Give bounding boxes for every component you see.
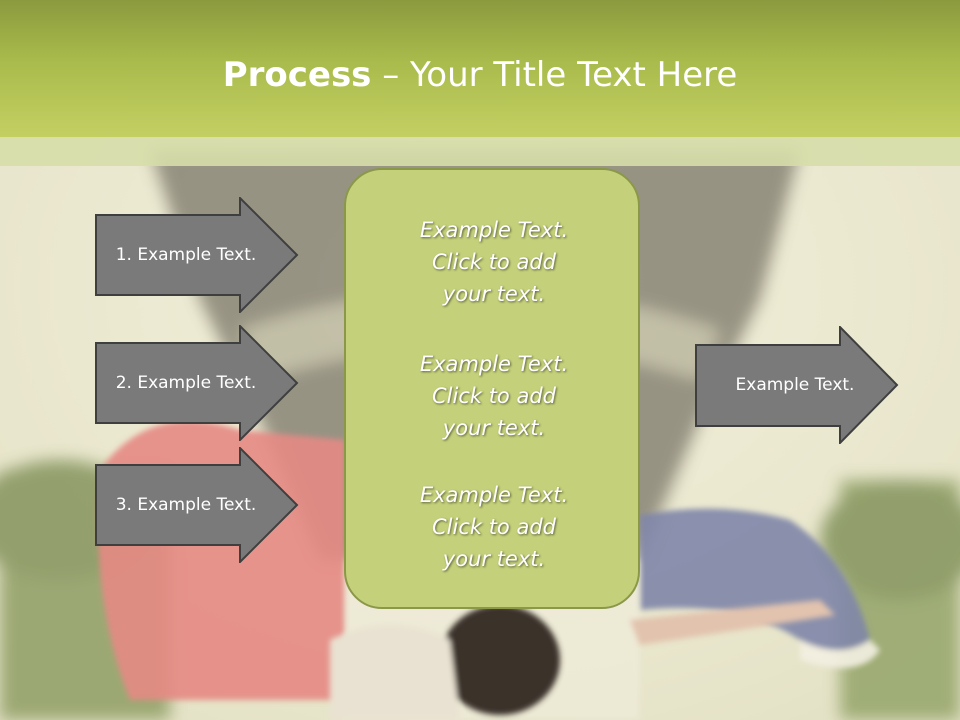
process-arrow-3[interactable]: 3. Example Text. xyxy=(95,447,300,563)
title-rest: – Your Title Text Here xyxy=(371,55,738,95)
title-bold: Process xyxy=(222,55,372,95)
arrow-2-label: 2. Example Text. xyxy=(115,373,257,393)
center-text-box[interactable]: Example Text. Click to add your text. Ex… xyxy=(344,168,640,609)
result-arrow[interactable]: Example Text. xyxy=(695,326,900,444)
arrow-1-label: 1. Example Text. xyxy=(115,245,257,265)
arrow-shape xyxy=(95,197,299,313)
center-paragraph-1: Example Text. Click to add your text. xyxy=(419,218,569,306)
slide-title[interactable]: Process – Your Title Text Here xyxy=(0,50,960,100)
process-arrow-1[interactable]: 1. Example Text. xyxy=(95,197,300,313)
title-bar xyxy=(0,0,960,137)
arrow-3-label: 3. Example Text. xyxy=(115,495,257,515)
arrow-shape xyxy=(95,325,299,441)
process-arrow-2[interactable]: 2. Example Text. xyxy=(95,325,300,441)
center-paragraph-3: Example Text. Click to add your text. xyxy=(419,483,569,571)
result-arrow-label: Example Text. xyxy=(735,375,855,395)
arrow-shape xyxy=(695,326,899,444)
title-strip xyxy=(0,137,960,166)
arrow-shape xyxy=(95,447,299,563)
center-paragraph-2: Example Text. Click to add your text. xyxy=(419,352,569,440)
